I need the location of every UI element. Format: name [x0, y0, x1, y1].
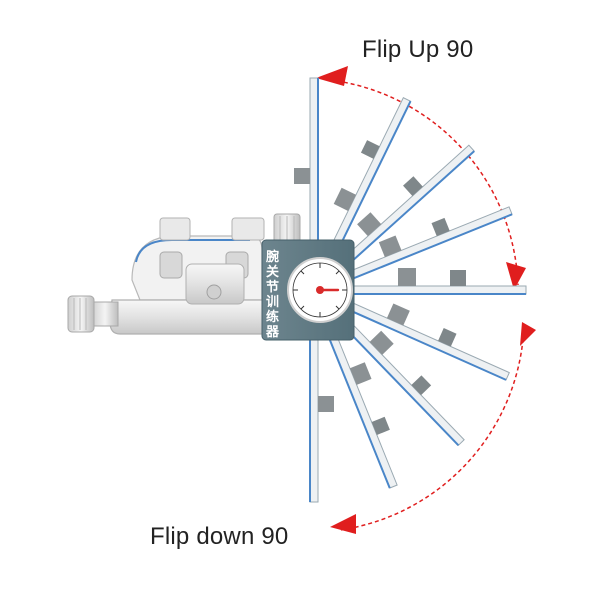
arrow-up-icon	[316, 66, 348, 86]
gauge-dial-icon	[287, 257, 353, 323]
device-label-char: 节	[266, 279, 279, 295]
device-label-char: 腕	[266, 249, 279, 265]
flip-down-label: Flip down 90	[150, 523, 289, 550]
flip-up-arc	[329, 79, 519, 286]
arrow-down-icon	[330, 514, 356, 534]
arrow-up-end-icon	[506, 262, 526, 290]
device-label: 腕 关 节 训 练 器	[265, 249, 280, 340]
flip-up-label: Flip Up 90	[362, 36, 474, 63]
device-label-char: 练	[266, 309, 279, 325]
arrow-down-start-icon	[520, 322, 536, 346]
device-label-char: 训	[266, 294, 279, 310]
flip-down-arc	[339, 324, 525, 531]
device-label-char: 器	[265, 325, 280, 340]
device-label-char: 关	[266, 264, 279, 280]
plate	[311, 285, 510, 381]
